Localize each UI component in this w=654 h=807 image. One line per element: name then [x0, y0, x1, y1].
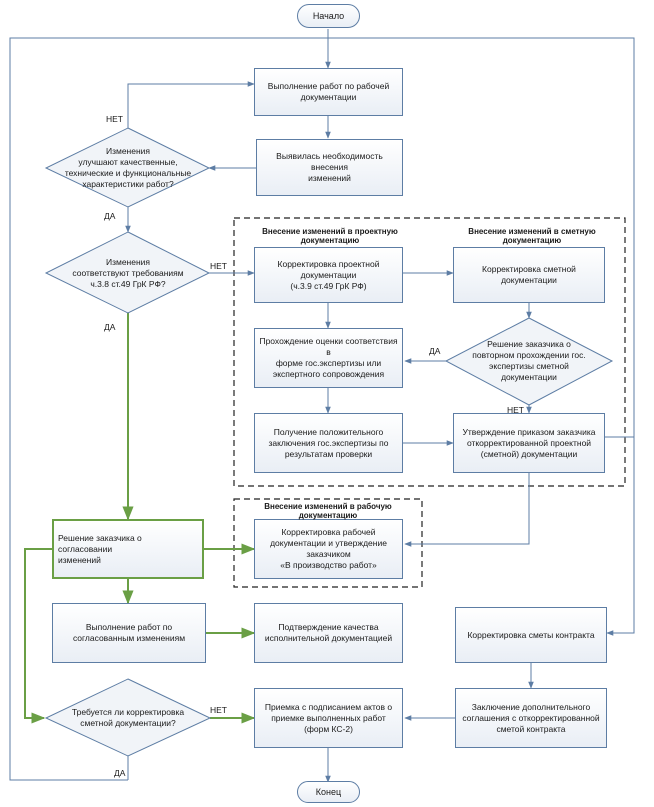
start-terminal: Начало	[297, 4, 360, 28]
box-correct-project: Корректировка проектной документации (ч.…	[254, 247, 403, 303]
box-expertise-check: Прохождение оценки соответствия в форме …	[254, 328, 403, 388]
box-quality-confirm: Подтверждение качества исполнительной до…	[254, 603, 403, 663]
decision-repeat-text: Решение заказчика о повторном прохождени…	[472, 339, 586, 382]
label-no-comply: НЕТ	[210, 261, 227, 271]
edge-right-feedback	[328, 37, 635, 437]
decision-final-text: Требуется ли корректировка сметной докум…	[71, 707, 185, 728]
group-title-project: Внесение изменений в проектную документа…	[262, 227, 398, 245]
label-yes-repeat: ДА	[429, 346, 441, 356]
group-title-working: Внесение изменений в рабочую документаци…	[264, 502, 392, 520]
box-correct-estimate: Корректировка сметной документации	[453, 247, 605, 303]
decision-comply-shape	[44, 231, 211, 314]
decision-final-shape	[44, 678, 212, 757]
edge-approval-working	[404, 473, 530, 547]
box-correct-working-docs: Корректировка рабочей документации и утв…	[254, 519, 403, 579]
box-acceptance: Приемка с подписанием актов о приемке вы…	[254, 688, 403, 748]
end-terminal: Конец	[297, 781, 360, 803]
label-no-final: НЕТ	[210, 705, 227, 715]
decision-repeat-shape	[444, 317, 614, 406]
group-title-estimate: Внесение изменений в сметную документаци…	[468, 227, 596, 245]
box-correct-contract-estimate: Корректировка сметы контракта	[455, 607, 607, 663]
decision-improve-shape	[44, 127, 211, 208]
group-frame-project-estimate	[233, 217, 626, 487]
decision-improve-text: Изменения улучшают качественные, техниче…	[64, 146, 192, 189]
box-additional-agreement: Заключение дополнительного соглашения с …	[455, 688, 607, 748]
edge-left-loop	[9, 37, 328, 781]
edge-decision-final	[24, 548, 52, 724]
box-work-agreed: Выполнение работ по согласованным измене…	[52, 603, 206, 663]
box-work-by-docs: Выполнение работ по рабочей документации	[254, 68, 403, 116]
box-need-changes: Выявилась необходимость внесения изменен…	[256, 139, 403, 196]
box-approval-order: Утверждение приказом заказчика откоррект…	[453, 413, 605, 473]
label-yes-comply: ДА	[104, 322, 116, 332]
decision-comply-text: Изменения соответствуют требованиям ч.3.…	[72, 256, 184, 289]
group-frame-working-docs	[233, 498, 423, 588]
box-positive-conclusion: Получение положительного заключения гос.…	[254, 413, 403, 473]
label-yes-final: ДА	[114, 768, 126, 778]
edge-improve-no	[127, 81, 255, 128]
label-no-improve: НЕТ	[106, 114, 123, 124]
label-no-repeat: НЕТ	[507, 405, 524, 415]
box-customer-decision: Решение заказчика о согласовании изменен…	[52, 519, 204, 579]
label-yes-improve: ДА	[104, 211, 116, 221]
edge-approval-contract	[605, 436, 635, 636]
